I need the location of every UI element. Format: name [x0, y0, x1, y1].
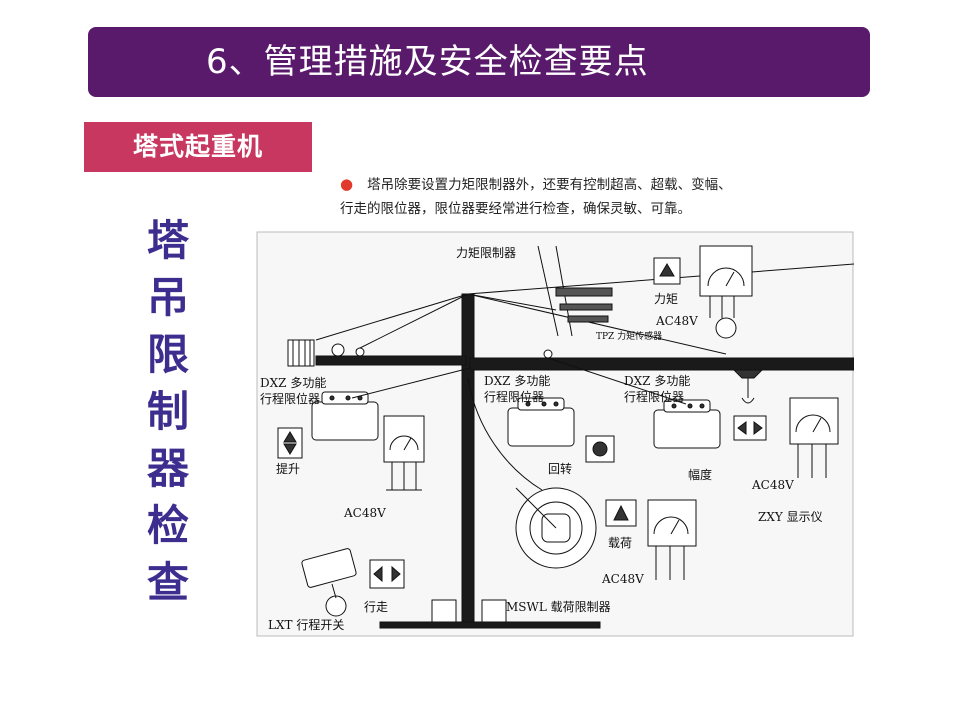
label-dxz-right-2: 行程限位器 [624, 390, 684, 405]
label-mswl: MSWL 载荷限制器 [506, 600, 611, 615]
dxz-limiter-right [654, 400, 720, 448]
label-dxz-left-1: DXZ 多功能 [260, 376, 326, 391]
label-travel: 行走 [364, 600, 388, 615]
label-ac48v-right: AC48V [752, 478, 794, 493]
note-line-2: 行走的限位器，限位器要经常进行检查，确保灵敏、可靠。 [340, 197, 840, 221]
rail [380, 622, 600, 628]
vertical-title-char: 器 [140, 440, 196, 497]
dxz-limiter-mid [508, 398, 574, 446]
mswl-load-limiter [516, 488, 596, 568]
vertical-title: 塔 吊 限 制 器 检 查 [140, 212, 196, 611]
label-load: 载荷 [608, 536, 632, 551]
section-tag: 塔式起重机 [84, 122, 312, 172]
label-zxy-display: ZXY 显示仪 [758, 510, 823, 525]
bogie-left [432, 600, 456, 622]
dxz-limiter-left [312, 392, 378, 440]
label-ac48v-top: AC48V [656, 314, 698, 329]
vertical-title-char: 制 [140, 383, 196, 440]
label-torque-limiter: 力矩限制器 [456, 246, 516, 261]
vertical-title-char: 限 [140, 326, 196, 383]
label-dxz-right-1: DXZ 多功能 [624, 374, 690, 389]
pulley [544, 350, 552, 358]
note-text: ● 塔吊除要设置力矩限制器外，还要有控制超高、超载、变幅、 行走的限位器，限位器要… [340, 172, 840, 221]
torque-limiter-body [556, 288, 612, 296]
pulley [356, 348, 364, 356]
label-lxt: LXT 行程开关 [268, 618, 344, 633]
label-hoist: 提升 [276, 462, 300, 477]
counter-jib [316, 356, 466, 365]
page-title: 6、管理措施及安全检查要点 [206, 42, 649, 82]
label-torque: 力矩 [654, 292, 678, 307]
vertical-title-char: 吊 [140, 269, 196, 326]
crane-drawing [256, 228, 854, 638]
title-bar: 6、管理措施及安全检查要点 [88, 27, 870, 97]
bogie-right [482, 600, 506, 622]
label-tpz-sensor: TPZ 力矩传感器 [596, 330, 662, 345]
pulley [332, 344, 344, 356]
label-ac48v-bottom: AC48V [602, 572, 644, 587]
jib [470, 358, 854, 370]
label-slew: 回转 [548, 462, 572, 477]
label-dxz-mid-2: 行程限位器 [484, 390, 544, 405]
label-dxz-left-2: 行程限位器 [260, 392, 320, 407]
tower-crane-limiter-diagram: 力矩限制器 力矩 AC48V TPZ 力矩传感器 DXZ 多功能 行程限位器 D… [256, 228, 854, 638]
note-line-1: 塔吊除要设置力矩限制器外，还要有控制超高、超载、变幅、 [367, 177, 732, 193]
section-tag-label: 塔式起重机 [133, 132, 263, 161]
vertical-title-char: 塔 [140, 212, 196, 269]
tower-mast [462, 294, 474, 624]
label-dxz-mid-1: DXZ 多功能 [484, 374, 550, 389]
label-ac48v-left: AC48V [344, 506, 386, 521]
bullet-icon: ● [340, 175, 353, 193]
vertical-title-char: 检 [140, 497, 196, 554]
vertical-title-char: 查 [140, 554, 196, 611]
label-luffing: 幅度 [688, 468, 712, 483]
